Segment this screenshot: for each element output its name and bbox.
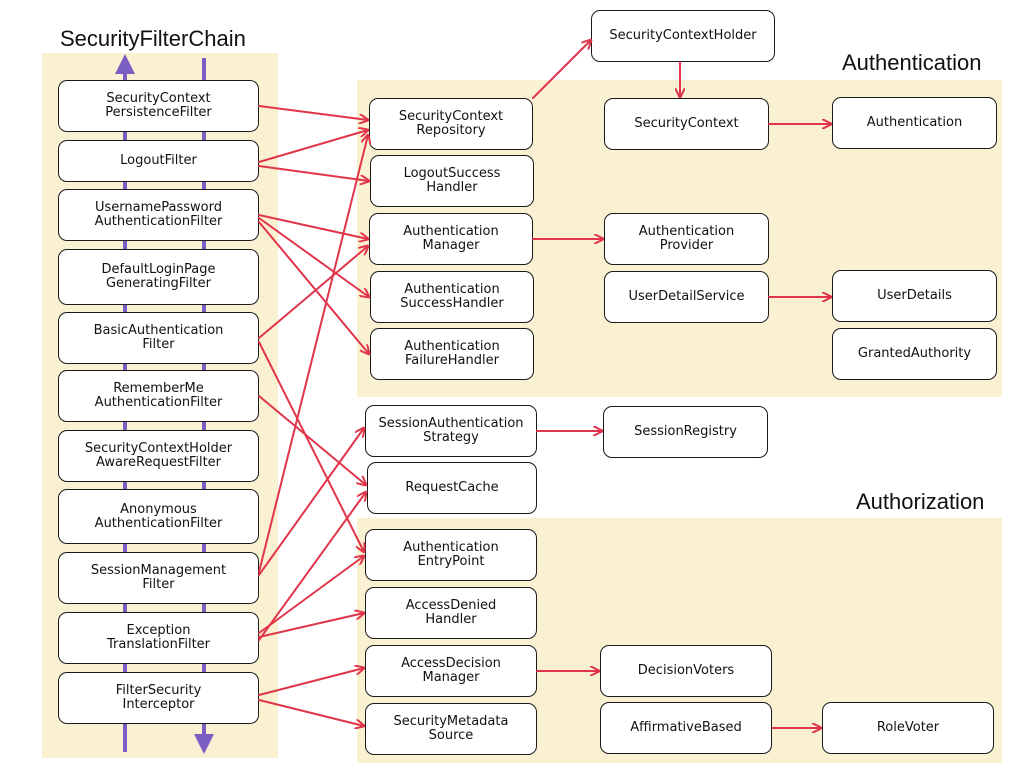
component-label: UserDetailService bbox=[628, 289, 745, 304]
component-label: RoleVoter bbox=[876, 720, 940, 735]
component-label: SecurityContextHolder bbox=[609, 28, 757, 43]
component-label: Authentication SuccessHandler bbox=[400, 282, 504, 311]
arrow-exception-to-entrypoint bbox=[258, 556, 364, 634]
access-denied-handler-box[interactable]: AccessDenied Handler bbox=[365, 587, 537, 639]
logout-success-handler-box[interactable]: LogoutSuccess Handler bbox=[370, 155, 534, 207]
arrow-persistence-to-repository bbox=[258, 105, 368, 120]
security-context-holder-box[interactable]: SecurityContextHolder bbox=[591, 10, 775, 62]
component-label: SecurityMetadata Source bbox=[393, 714, 509, 743]
component-label: Authentication Manager bbox=[403, 224, 499, 253]
component-label: Authentication FailureHandler bbox=[404, 339, 500, 368]
filter-label: SecurityContext PersistenceFilter bbox=[105, 91, 212, 120]
security-metadata-source-box[interactable]: SecurityMetadata Source bbox=[365, 703, 537, 755]
authorization-title: Authorization bbox=[856, 489, 985, 514]
authentication-success-handler-box[interactable]: Authentication SuccessHandler bbox=[370, 271, 534, 323]
authentication-provider-box[interactable]: Authentication Provider bbox=[604, 213, 769, 265]
component-label: AffirmativeBased bbox=[630, 720, 742, 735]
session-registry-box[interactable]: SessionRegistry bbox=[603, 406, 768, 458]
arrow-exception-to-denied-handler bbox=[258, 613, 364, 638]
filter-label: FilterSecurity Interceptor bbox=[115, 683, 202, 712]
arrow-session-to-repository bbox=[258, 135, 368, 573]
component-label: GrantedAuthority bbox=[857, 346, 972, 361]
component-label: AccessDenied Handler bbox=[405, 598, 497, 627]
arrow-username-to-manager bbox=[258, 214, 368, 239]
granted-authority-box[interactable]: GrantedAuthority bbox=[832, 328, 997, 380]
filter-label: UsernamePassword AuthenticationFilter bbox=[94, 200, 223, 229]
request-flow-arrowhead bbox=[194, 734, 214, 754]
filter-label: DefaultLoginPage GeneratingFilter bbox=[101, 262, 216, 291]
component-label: DecisionVoters bbox=[637, 663, 735, 678]
affirmative-based-box[interactable]: AffirmativeBased bbox=[600, 702, 772, 754]
decision-voters-box[interactable]: DecisionVoters bbox=[600, 645, 772, 697]
component-label: LogoutSuccess Handler bbox=[403, 166, 501, 195]
filter-context-holder-aware[interactable]: SecurityContextHolder AwareRequestFilter bbox=[58, 430, 259, 482]
filter-anonymous[interactable]: Anonymous AuthenticationFilter bbox=[58, 489, 259, 544]
component-label: Authentication EntryPoint bbox=[403, 540, 499, 569]
authentication-box[interactable]: Authentication bbox=[832, 97, 997, 149]
filter-label: Anonymous AuthenticationFilter bbox=[94, 501, 223, 531]
arrow-interceptor-to-metadata-source bbox=[258, 699, 364, 726]
arrow-basic-to-manager bbox=[258, 246, 368, 339]
component-label: SessionAuthentication Strategy bbox=[378, 416, 524, 445]
component-label: Authentication Provider bbox=[638, 224, 735, 253]
user-details-box[interactable]: UserDetails bbox=[832, 270, 997, 322]
authentication-failure-handler-box[interactable]: Authentication FailureHandler bbox=[370, 328, 534, 380]
filter-session-management[interactable]: SessionManagement Filter bbox=[58, 552, 259, 604]
arrow-repository-to-holder bbox=[532, 40, 591, 99]
arrow-logout-to-logout-success bbox=[258, 165, 369, 181]
component-label: SessionRegistry bbox=[634, 424, 737, 439]
filter-label: LogoutFilter bbox=[120, 153, 197, 168]
component-label: Authentication bbox=[866, 115, 963, 130]
arrow-logout-to-repository bbox=[258, 130, 368, 163]
response-flow-arrowhead bbox=[115, 54, 135, 74]
filter-label: RememberMe AuthenticationFilter bbox=[94, 381, 223, 410]
request-cache-box[interactable]: RequestCache bbox=[367, 462, 537, 514]
component-label: UserDetails bbox=[877, 288, 952, 303]
arrow-basic-to-entrypoint bbox=[258, 341, 364, 552]
component-label: SecurityContext Repository bbox=[398, 109, 504, 138]
user-detail-service-box[interactable]: UserDetailService bbox=[604, 271, 769, 323]
filter-security-context-persistence[interactable]: SecurityContext PersistenceFilter bbox=[58, 80, 259, 132]
filter-username-password[interactable]: UsernamePassword AuthenticationFilter bbox=[58, 189, 259, 241]
arrow-interceptor-to-decision-manager bbox=[258, 668, 364, 696]
filter-label: BasicAuthentication Filter bbox=[93, 323, 224, 352]
arrow-session-to-strategy bbox=[258, 428, 364, 576]
security-context-box[interactable]: SecurityContext bbox=[604, 98, 769, 150]
component-label: RequestCache bbox=[405, 480, 499, 495]
authentication-title: Authentication bbox=[842, 50, 982, 75]
authentication-entry-point-box[interactable]: Authentication EntryPoint bbox=[365, 529, 537, 581]
filter-label: SecurityContextHolder AwareRequestFilter bbox=[84, 441, 233, 470]
filter-label: Exception TranslationFilter bbox=[106, 623, 211, 652]
arrow-rememberme-to-request-cache bbox=[258, 395, 366, 485]
arrow-username-to-failure bbox=[258, 221, 369, 354]
arrow-username-to-success bbox=[258, 217, 369, 297]
filter-chain-title: SecurityFilterChain bbox=[60, 26, 246, 51]
filter-security-interceptor[interactable]: FilterSecurity Interceptor bbox=[58, 672, 259, 724]
arrow-exception-to-request-cache bbox=[258, 492, 366, 641]
filter-label: SessionManagement Filter bbox=[90, 563, 227, 592]
filter-basic-authentication[interactable]: BasicAuthentication Filter bbox=[58, 312, 259, 364]
filter-exception-translation[interactable]: Exception TranslationFilter bbox=[58, 612, 259, 664]
role-voter-box[interactable]: RoleVoter bbox=[822, 702, 994, 754]
filter-default-login-page[interactable]: DefaultLoginPage GeneratingFilter bbox=[58, 249, 259, 305]
security-context-repository-box[interactable]: SecurityContext Repository bbox=[369, 98, 533, 150]
component-label: AccessDecision Manager bbox=[401, 656, 501, 685]
component-label: SecurityContext bbox=[634, 116, 739, 131]
session-authentication-strategy-box[interactable]: SessionAuthentication Strategy bbox=[365, 405, 537, 457]
filter-logout[interactable]: LogoutFilter bbox=[58, 140, 259, 182]
filter-remember-me[interactable]: RememberMe AuthenticationFilter bbox=[58, 370, 259, 422]
